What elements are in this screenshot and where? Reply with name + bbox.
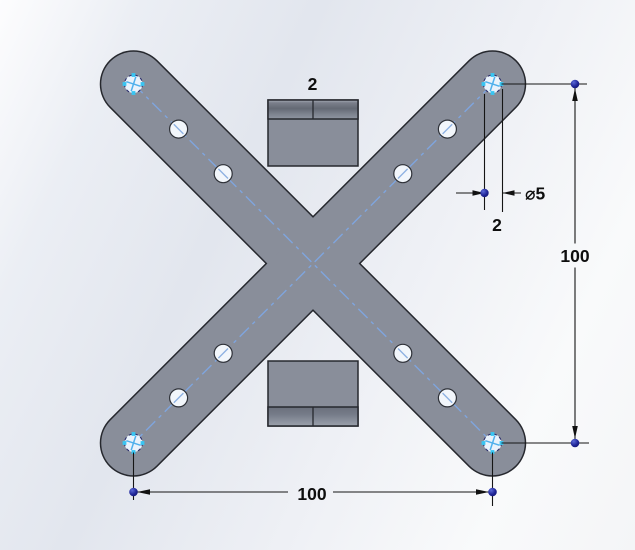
corner-hole-top-left[interactable] [122, 73, 145, 95]
arrowhead-left-icon [137, 489, 150, 495]
hole-centerline-mark [173, 123, 184, 135]
arrowhead-down-icon [572, 426, 578, 439]
selection-cross-icon [126, 76, 141, 92]
hole-centerline-mark [397, 168, 409, 179]
corner-hole-bottom-left[interactable] [122, 432, 145, 454]
selection-cross-icon [485, 435, 500, 451]
dimension-endpoint-dot [570, 79, 580, 89]
hole-centerline-mark [217, 168, 229, 179]
selection-cross-icon [126, 435, 141, 451]
dim-diameter-text[interactable]: ⌀5 [525, 184, 546, 204]
bottom-boss[interactable] [267, 360, 359, 427]
dimension-endpoint-dot [488, 487, 497, 497]
hole-centerline-mark [217, 348, 229, 359]
arrowhead-up-icon [572, 88, 578, 101]
top-boss[interactable] [267, 99, 359, 167]
dim-offset-text[interactable]: 2 [492, 215, 502, 235]
dimension-endpoint-dot [129, 487, 138, 497]
arrowhead-right-icon [476, 489, 489, 495]
selection-handles[interactable] [122, 73, 145, 95]
arrowhead-left-icon [502, 190, 515, 196]
selection-cross-icon [485, 76, 500, 92]
dimension-endpoint-dot [570, 438, 580, 448]
dimension-horizontal-spacing[interactable]: 100 [129, 452, 497, 507]
dimension-top-tab[interactable]: 2 [308, 74, 318, 94]
diagonal-centerline[interactable] [133, 83, 493, 444]
arrowhead-right-icon [472, 190, 485, 196]
hole-centerline-mark [442, 123, 453, 135]
dim-top-tab-text[interactable]: 2 [308, 74, 318, 94]
hole-centerline-mark [397, 348, 409, 359]
hole-centerline-mark [173, 392, 184, 404]
hole-centerline-mark [442, 392, 453, 404]
selection-handles[interactable] [122, 432, 145, 454]
dimension-endpoint-dot [480, 188, 489, 198]
centerlines[interactable] [133, 83, 493, 444]
dim-vertical-spacing-text[interactable]: 100 [560, 246, 589, 266]
small-holes[interactable] [169, 119, 457, 408]
diagonal-centerline[interactable] [133, 83, 493, 444]
dimension-vertical-spacing[interactable]: 100 [501, 79, 590, 448]
dim-horizontal-spacing-text[interactable]: 100 [297, 484, 326, 504]
dimension-hole-diameter[interactable]: ⌀5 2 [456, 89, 546, 235]
